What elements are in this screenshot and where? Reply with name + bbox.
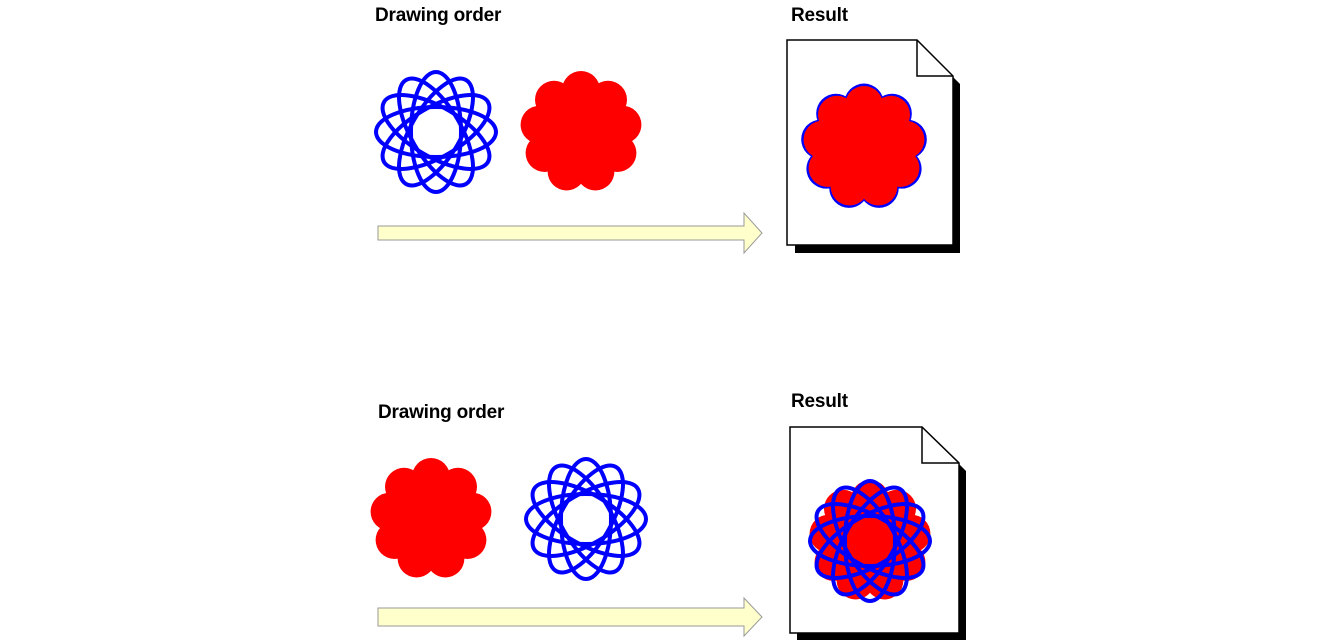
- row1-drawing-order-label: Drawing order: [375, 5, 502, 26]
- row2-arrow-icon: [377, 596, 763, 638]
- row1-result-label: Result: [791, 5, 848, 26]
- row1-arrow-icon: [377, 211, 763, 255]
- row2-result-label: Result: [791, 391, 848, 412]
- row2-blue-spirograph-icon: [519, 452, 653, 586]
- row2-red-flower-icon: [370, 458, 492, 578]
- row1-result-page: [786, 39, 960, 253]
- row1-blue-spirograph-icon: [369, 65, 503, 199]
- row1-red-flower-icon: [520, 71, 642, 191]
- row2-result-page: [789, 426, 966, 640]
- row2-drawing-order-label: Drawing order: [378, 402, 505, 423]
